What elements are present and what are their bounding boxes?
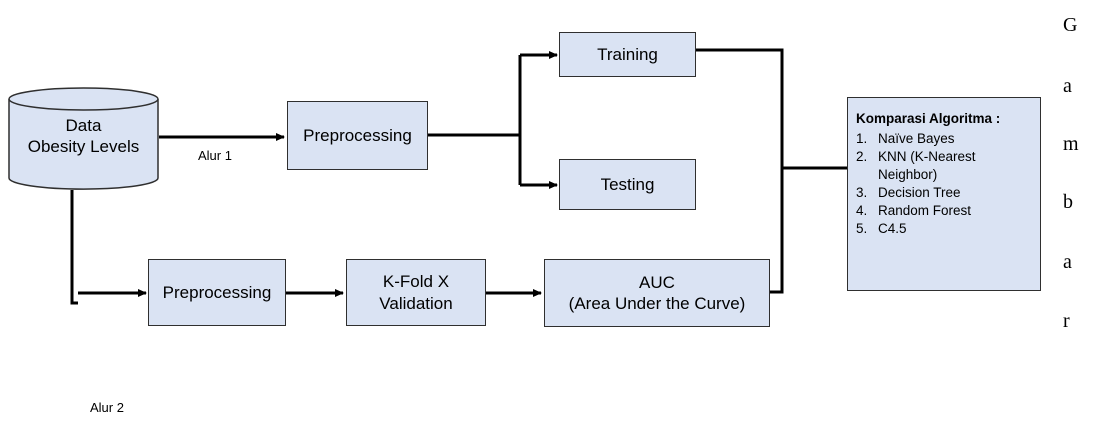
- testing-box: Testing: [559, 159, 696, 210]
- preprocessing2-label: Preprocessing: [162, 282, 272, 302]
- side-caption-letter: a: [1063, 75, 1072, 97]
- algorithm-name: Decision Tree: [878, 185, 961, 200]
- preprocessing2-box: Preprocessing: [148, 259, 286, 326]
- line-auc-to-merge: [770, 168, 784, 294]
- database-icon: [8, 87, 159, 190]
- algorithm-number: 4.: [856, 203, 868, 218]
- preprocessing1-box: Preprocessing: [287, 101, 428, 170]
- algorithm-name: C4.5: [878, 221, 907, 236]
- kfold-box: K-Fold X Validation: [346, 259, 486, 326]
- algorithm-name-line1: KNN (K-Nearest: [878, 149, 976, 164]
- side-caption-letter: a: [1063, 251, 1072, 273]
- side-caption-letter: m: [1063, 133, 1079, 155]
- auc-label-line1: AUC: [639, 272, 675, 292]
- database-label: Data Obesity Levels: [8, 115, 159, 158]
- algorithm-list: 1. Naïve Bayes 2. KNN (K-Nearest Neighbo…: [856, 130, 1032, 238]
- algorithm-item: 5. C4.5: [856, 220, 1032, 238]
- database-label-line1: Data: [65, 116, 102, 135]
- algorithm-number: 1.: [856, 131, 868, 146]
- algorithm-item: 2. KNN (K-Nearest Neighbor): [856, 148, 1032, 184]
- line-training-to-merge: [696, 48, 784, 168]
- kfold-label-line1: K-Fold X: [382, 272, 450, 292]
- line-data-down: [70, 190, 78, 305]
- algorithm-name-line2: Neighbor): [878, 167, 938, 182]
- algorithm-comparison-box: Komparasi Algoritma : 1. Naïve Bayes 2. …: [847, 97, 1041, 291]
- testing-label: Testing: [600, 174, 655, 194]
- algorithm-number: 5.: [856, 221, 868, 236]
- kfold-label-line2: Validation: [379, 293, 453, 313]
- algorithm-name: Random Forest: [878, 203, 972, 218]
- database-label-line2: Obesity Levels: [27, 137, 140, 157]
- training-box: Training: [559, 32, 696, 77]
- algorithm-name: KNN (K-Nearest Neighbor): [878, 148, 976, 184]
- algorithm-item: 3. Decision Tree: [856, 184, 1032, 202]
- flow1-label: Alur 1: [198, 148, 232, 163]
- algorithm-name: Naïve Bayes: [878, 131, 955, 146]
- algorithm-number: 3.: [856, 185, 868, 200]
- auc-box: AUC (Area Under the Curve): [544, 259, 770, 327]
- side-caption-letter: r: [1063, 310, 1070, 332]
- flow2-label: Alur 2: [90, 400, 124, 415]
- algorithm-comparison-title: Komparasi Algoritma :: [856, 111, 1001, 126]
- training-label: Training: [597, 44, 658, 64]
- side-caption-letter: G: [1063, 14, 1078, 36]
- auc-label-line2: (Area Under the Curve): [568, 294, 746, 313]
- side-caption-letter: b: [1063, 191, 1073, 213]
- algorithm-item: 1. Naïve Bayes: [856, 130, 1032, 148]
- algorithm-item: 4. Random Forest: [856, 202, 1032, 220]
- preprocessing1-label: Preprocessing: [303, 125, 412, 145]
- algorithm-number: 2.: [856, 149, 868, 164]
